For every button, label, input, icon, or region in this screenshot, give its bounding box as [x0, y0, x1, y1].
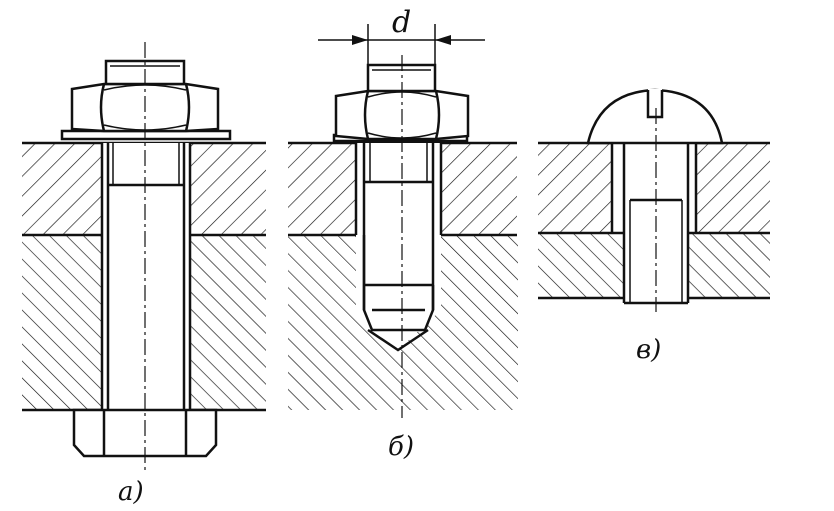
dimension-d: d	[318, 5, 485, 65]
slotted-round-head	[586, 88, 724, 145]
drawing-a-bolt-connection: а)	[22, 42, 266, 507]
bolt-shank	[100, 143, 192, 410]
label-c: в)	[636, 335, 661, 365]
drawing-b-stud-connection: d б)	[288, 5, 518, 462]
stud	[354, 143, 443, 352]
upper-plate	[538, 143, 770, 233]
drawing-c-screw-connection: в)	[538, 88, 770, 365]
dimension-label-d: d	[392, 5, 411, 40]
lower-plate	[538, 233, 770, 298]
label-a: а)	[118, 477, 144, 507]
label-b: б)	[388, 432, 414, 462]
upper-plate	[22, 143, 266, 235]
screw-shank	[610, 143, 698, 305]
upper-plate	[288, 143, 517, 235]
lower-plate	[22, 235, 266, 410]
